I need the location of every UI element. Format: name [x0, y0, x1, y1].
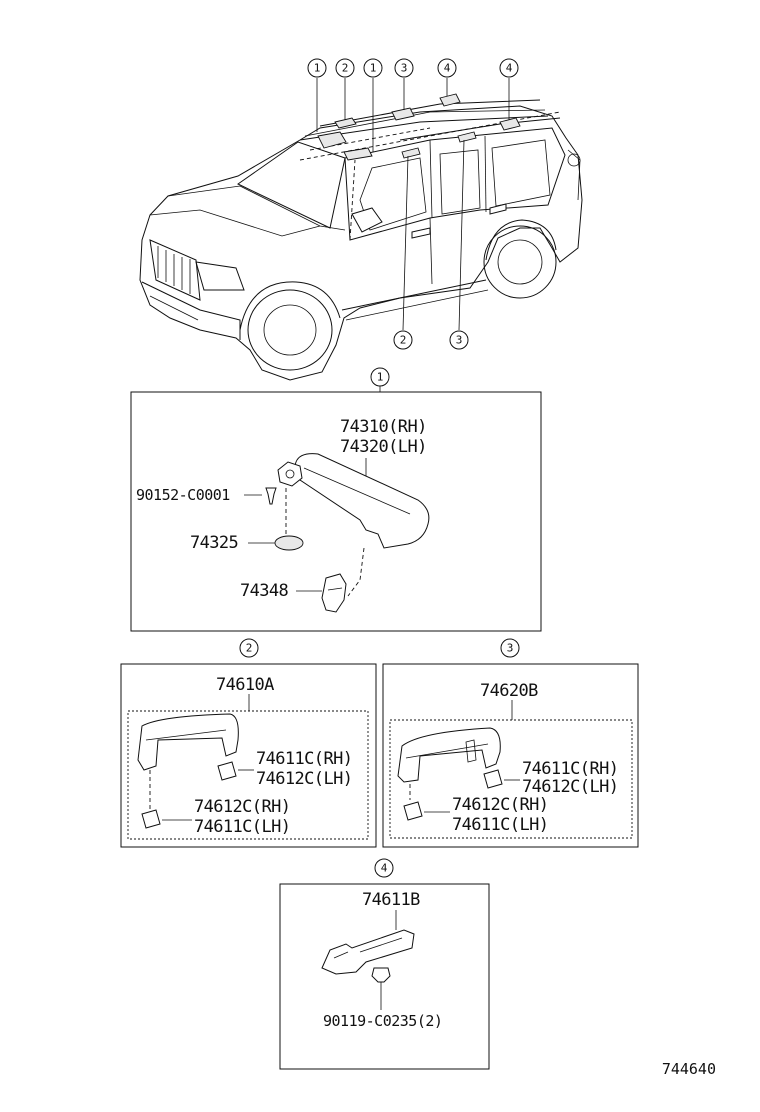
section-4-coat-hook: 4 74611B 90119-C0235(2) [279, 858, 490, 1070]
section-1-callout: 1 [377, 371, 384, 384]
holder-label: 74348 [240, 581, 289, 601]
holder-part [321, 573, 347, 613]
callout-top-1a: 1 [314, 62, 321, 75]
section-1-sun-visor: 1 74310(RH) 74320(LH) 90152-C0001 74325 … [130, 367, 542, 632]
section-2-grip-part [137, 713, 239, 771]
section-3-cap-upper [483, 769, 503, 789]
section-2-cap-upper [217, 761, 237, 781]
section-3-assist-grip: 3 74620B 74611C(RH) 74612C(LH) 74612C(RH… [382, 638, 639, 848]
callout-bottom-3: 3 [456, 334, 463, 347]
section-1-frame [130, 391, 542, 632]
cover-part [274, 535, 304, 551]
section-2-cap-lower [141, 809, 161, 829]
section-2-assembly-label: 74610A [216, 675, 274, 695]
section-2-inner-frame [127, 710, 369, 840]
section-4-bolt-part [371, 967, 391, 983]
section-2-lower-rh: 74612C(RH) [194, 797, 290, 817]
section-3-callout: 3 [507, 642, 514, 655]
screw-part [265, 487, 277, 505]
section-4-hook-part [321, 929, 415, 975]
cover-label: 74325 [190, 533, 238, 553]
visor-lh-label: 74320(LH) [340, 437, 427, 457]
section-3-upper-rh: 74611C(RH) [522, 759, 618, 779]
section-4-bolt-label: 90119-C0235(2) [323, 1012, 442, 1030]
callout-top-4a: 4 [444, 62, 451, 75]
visor-rh-label: 74310(RH) [340, 417, 427, 437]
section-4-frame [279, 883, 490, 1070]
section-3-frame [382, 663, 639, 848]
section-2-frame [120, 663, 377, 848]
section-3-assembly-label: 74620B [480, 681, 538, 701]
section-3-inner-frame [389, 719, 633, 839]
callout-top-1b: 1 [370, 62, 377, 75]
section-2-assist-grip: 2 74610A 74611C(RH) 74612C(LH) 74612C(RH… [120, 638, 377, 848]
section-3-grip-part [397, 727, 501, 783]
visor-hinge [277, 461, 303, 487]
callout-top-4b: 4 [506, 62, 513, 75]
section-2-lower-lh: 74611C(LH) [194, 817, 290, 837]
section-2-callout: 2 [246, 642, 253, 655]
screw-label: 90152-C0001 [136, 486, 230, 504]
sun-visor-panel [294, 453, 430, 549]
callout-bottom-2: 2 [400, 334, 407, 347]
vehicle-illustration: 1 2 1 3 4 4 2 3 [139, 58, 583, 392]
section-2-upper-rh: 74611C(RH) [256, 749, 352, 769]
section-4-callout: 4 [381, 862, 388, 875]
section-3-upper-lh: 74612C(LH) [522, 777, 618, 797]
section-4-assembly-label: 74611B [362, 890, 420, 910]
callout-top-3: 3 [401, 62, 408, 75]
callout-top-2: 2 [342, 62, 349, 75]
section-2-upper-lh: 74612C(LH) [256, 769, 352, 789]
diagram-code: 744640 [661, 1060, 716, 1078]
section-3-lower-rh: 74612C(RH) [452, 795, 548, 815]
section-3-cap-lower [403, 801, 423, 821]
section-3-lower-lh: 74611C(LH) [452, 815, 548, 835]
